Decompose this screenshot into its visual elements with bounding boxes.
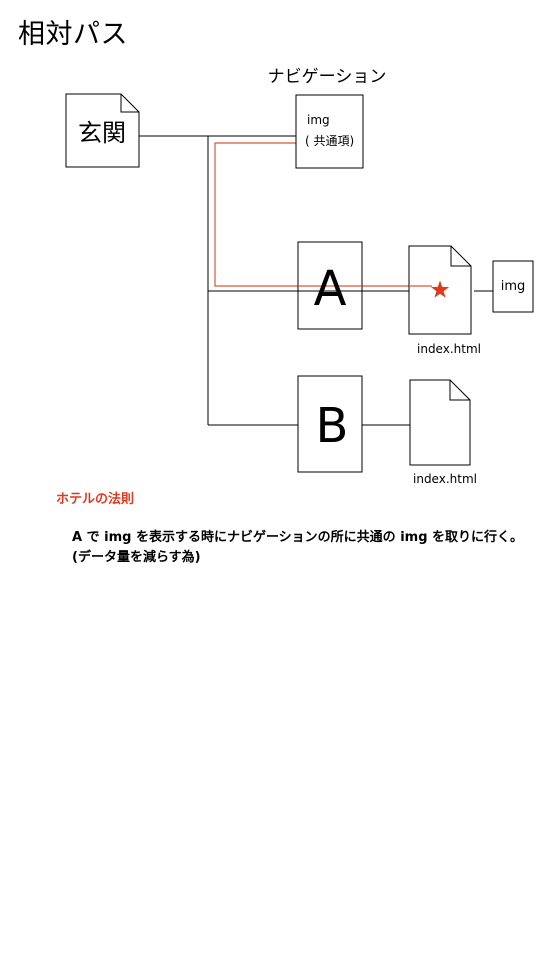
- a-index-label: index.html: [417, 342, 481, 356]
- nav-img-label: img: [307, 113, 330, 127]
- a-img-node: img: [492, 260, 534, 313]
- b-node: B: [297, 375, 363, 473]
- document-fold: [120, 94, 139, 113]
- a-img-label: img: [501, 279, 526, 294]
- a-index-node: index.html: [408, 245, 481, 356]
- a-label: A: [314, 261, 347, 317]
- star-icon: [430, 280, 450, 298]
- note-line-1: A で img を表示する時にナビゲーションの所に共通の img を取りに行く。: [72, 530, 524, 545]
- note-title: ホテルの法則: [56, 492, 135, 507]
- document-icon: [409, 379, 471, 466]
- a-node: A: [297, 241, 363, 330]
- nav-node: img ( 共通項): [295, 94, 364, 169]
- tree-diagram: 玄関 ナビゲーション img ( 共通項) A index.html: [65, 67, 534, 486]
- b-index-node: index.html: [409, 379, 477, 486]
- nav-common-label: ( 共通項): [305, 134, 354, 148]
- b-box: [297, 375, 363, 473]
- genkan-node: 玄関: [65, 93, 140, 168]
- nav-label: ナビゲーション: [268, 67, 387, 87]
- a-img-box: [492, 260, 534, 313]
- b-label: B: [316, 398, 349, 454]
- genkan-label: 玄関: [78, 119, 126, 147]
- page-title: 相対パス: [18, 19, 128, 50]
- b-index-label: index.html: [413, 472, 477, 486]
- document-fold: [449, 380, 470, 401]
- document-fold: [450, 246, 471, 267]
- nav-box: [295, 94, 364, 169]
- note-line-2: (データ量を減らす為): [72, 550, 201, 565]
